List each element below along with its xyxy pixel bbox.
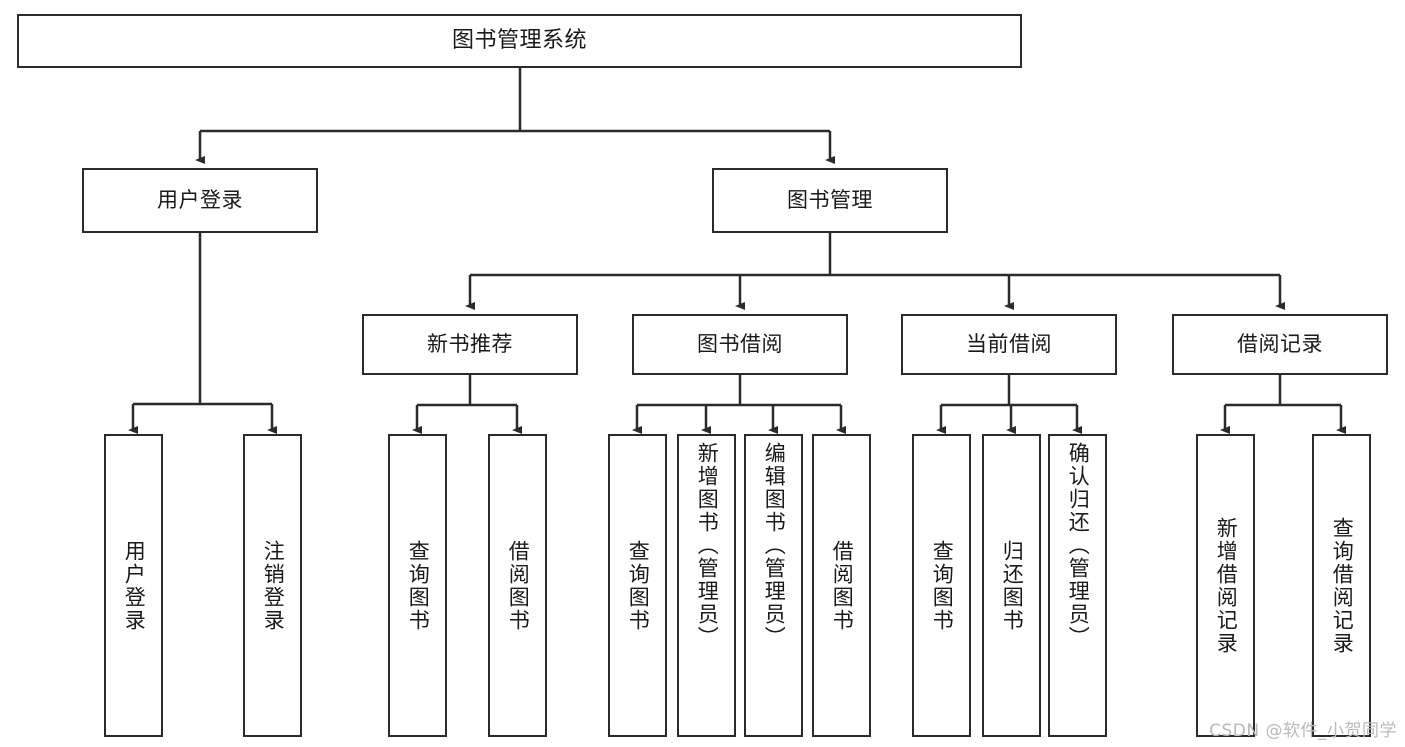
node-label: 借阅图书: [830, 539, 855, 632]
node-label: 用户登录: [157, 187, 243, 212]
leaf-query-borrow-record[interactable]: 查询借阅记录: [1312, 434, 1371, 737]
node-label: 确认归还（管理员）: [1066, 442, 1091, 649]
node-user-login[interactable]: 用户登录: [82, 168, 318, 233]
leaf-borrow-book-recommend[interactable]: 借阅图书: [488, 434, 547, 737]
node-label: 新书推荐: [427, 331, 513, 356]
node-borrow-record[interactable]: 借阅记录: [1172, 314, 1388, 375]
leaf-query-book-current[interactable]: 查询图书: [912, 434, 971, 737]
node-label: 注销登录: [261, 539, 286, 632]
node-label: 新增图书（管理员）: [695, 442, 720, 649]
leaf-borrow-book-borrow[interactable]: 借阅图书: [812, 434, 871, 737]
node-label: 归还图书: [1000, 539, 1025, 632]
leaf-edit-book-admin[interactable]: 编辑图书（管理员）: [744, 434, 803, 737]
node-label: 图书管理: [787, 187, 873, 212]
node-label: 新增借阅记录: [1214, 516, 1239, 655]
node-label: 查询图书: [930, 539, 955, 632]
node-label: 借阅记录: [1237, 331, 1323, 356]
leaf-return-book[interactable]: 归还图书: [982, 434, 1041, 737]
leaf-add-book-admin[interactable]: 新增图书（管理员）: [677, 434, 736, 737]
leaf-confirm-return-admin[interactable]: 确认归还（管理员）: [1048, 434, 1107, 737]
node-label: 查询图书: [626, 539, 651, 632]
node-label: 查询图书: [406, 539, 431, 632]
leaf-user-login[interactable]: 用户登录: [104, 434, 163, 737]
leaf-add-borrow-record[interactable]: 新增借阅记录: [1196, 434, 1255, 737]
node-label: 查询借阅记录: [1330, 516, 1355, 655]
node-book-borrow[interactable]: 图书借阅: [632, 314, 848, 375]
leaf-query-book-borrow[interactable]: 查询图书: [608, 434, 667, 737]
node-label: 图书管理系统: [451, 27, 587, 53]
node-label: 当前借阅: [966, 331, 1052, 356]
node-label: 借阅图书: [506, 539, 531, 632]
node-current-borrow[interactable]: 当前借阅: [901, 314, 1117, 375]
node-new-book-recommend[interactable]: 新书推荐: [362, 314, 578, 375]
node-label: 用户登录: [122, 539, 147, 632]
csdn-watermark: CSDN @软件_小贺同学: [1209, 721, 1397, 741]
leaf-query-book-recommend[interactable]: 查询图书: [388, 434, 447, 737]
leaf-logout-login[interactable]: 注销登录: [243, 434, 302, 737]
node-book-management[interactable]: 图书管理: [712, 168, 948, 233]
node-label: 编辑图书（管理员）: [762, 442, 787, 649]
node-label: 图书借阅: [697, 331, 783, 356]
node-root-book-management-system[interactable]: 图书管理系统: [17, 14, 1022, 68]
